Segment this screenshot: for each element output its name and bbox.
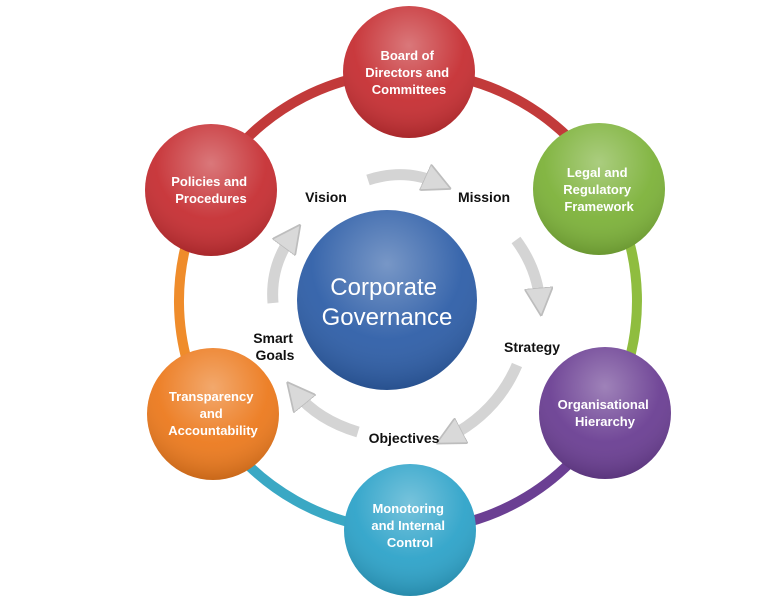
node-transparency-line-3: Accountability: [168, 423, 258, 438]
objectives-label: Objectives: [369, 430, 440, 446]
node-board-line-3: Committees: [372, 82, 446, 97]
node-monitoring-label: Monotoring and Internal Control: [371, 501, 448, 550]
node-monitoring-line-2: and Internal: [371, 518, 445, 533]
node-transparency-shine: [147, 348, 279, 480]
center-title: Corporate Governance: [322, 274, 453, 331]
node-policies-line-2: Procedures: [175, 191, 247, 206]
smart-goals-line-2: Goals: [256, 347, 295, 363]
arrow-goals-to-vision: [267, 236, 292, 304]
mission-label: Mission: [458, 189, 510, 205]
cycle-arrows: [267, 175, 540, 438]
arrow-vision-to-mission: [366, 175, 438, 183]
node-transparency-label: Transparency and Accountability: [168, 389, 258, 438]
node-hierarchy: Organisational Hierarchy: [539, 347, 671, 479]
node-board-line-2: Directors and: [365, 65, 449, 80]
node-monitoring-line-3: Control: [387, 535, 433, 550]
node-policies-shine: [145, 124, 277, 256]
arrow-mission-to-strategy: [511, 236, 540, 302]
node-legal-line-1: Legal and: [567, 165, 628, 180]
node-board: Board of Directors and Committees: [343, 6, 475, 138]
node-hierarchy-label: Organisational Hierarchy: [558, 397, 653, 429]
node-policies: Policies and Procedures: [145, 124, 277, 256]
center-circle-shine: [297, 210, 477, 390]
node-board-line-1: Board of: [380, 48, 434, 63]
node-legal: Legal and Regulatory Framework: [533, 123, 665, 255]
arrow-objectives-to-goals: [296, 393, 360, 438]
smart-goals-line-1: Smart: [253, 330, 293, 346]
node-transparency-line-2: and: [200, 406, 223, 421]
arrow-strategy-to-objectives: [449, 362, 523, 437]
center-title-line-2: Governance: [322, 304, 453, 331]
node-legal-label: Legal and Regulatory Framework: [563, 165, 635, 214]
strategy-label: Strategy: [504, 339, 560, 355]
center-circle: Corporate Governance: [297, 210, 477, 390]
node-policies-line-1: Policies and: [171, 174, 247, 189]
node-board-shine: [343, 6, 475, 138]
node-monitoring-line-1: Monotoring: [372, 501, 444, 516]
node-board-label: Board of Directors and Committees: [365, 48, 452, 97]
node-legal-line-2: Regulatory: [563, 182, 632, 197]
smart-goals-label: Smart Goals: [253, 330, 297, 363]
node-hierarchy-line-1: Organisational: [558, 397, 649, 412]
node-hierarchy-shine: [539, 347, 671, 479]
node-legal-shine: [533, 123, 665, 255]
center-title-line-1: Corporate: [330, 274, 437, 301]
node-hierarchy-line-2: Hierarchy: [575, 414, 636, 429]
node-policies-label: Policies and Procedures: [171, 174, 251, 206]
vision-label: Vision: [305, 189, 347, 205]
node-monitoring-shine: [344, 464, 476, 596]
node-legal-line-3: Framework: [564, 199, 634, 214]
node-transparency: Transparency and Accountability: [147, 348, 279, 480]
node-monitoring: Monotoring and Internal Control: [344, 464, 476, 596]
node-transparency-line-1: Transparency: [169, 389, 254, 404]
